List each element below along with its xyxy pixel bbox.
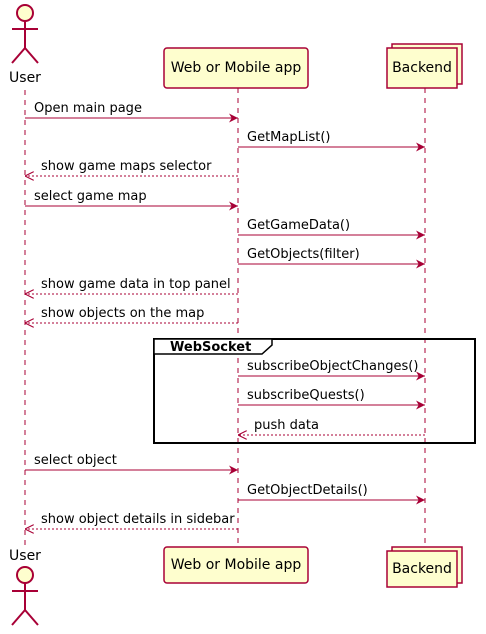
user-actor-bottom: User [9,548,41,626]
message-7: show game data in top panel [25,277,238,294]
websocket-group-frame [153,338,476,444]
message-1: Open main page [25,101,238,123]
message-label: Open main page [34,101,142,116]
message-label: GetMapList() [247,130,330,145]
websocket-group: WebSocket [153,338,476,444]
message-label: subscribeQuests() [247,388,365,403]
backend-participant-top: Backend [386,43,463,89]
message-label: push data [254,418,319,433]
actor-stick-figure-icon [11,566,39,626]
app-participant-name: Web or Mobile app [171,60,302,76]
message-label: show game maps selector [41,159,212,174]
message-2: GetMapList() [238,130,425,152]
websocket-group-tab [153,338,273,355]
message-9: subscribeObjectChanges() [238,359,425,381]
app-participant-name-bottom: Web or Mobile app [171,557,302,573]
message-label: select object [34,453,117,468]
message-6: GetObjects(filter) [238,247,425,269]
message-label: GetObjects(filter) [247,247,360,262]
message-10: subscribeQuests() [238,388,425,410]
message-label: GetObjectDetails() [247,483,368,498]
message-14: show object details in sidebar [25,512,238,529]
message-12: select object [25,453,238,475]
backend-participant-name: Backend [392,60,452,76]
user-actor-name-bottom: User [9,548,41,564]
user-actor-top: User [9,4,41,86]
message-label: GetGameData() [247,218,350,233]
message-label: show object details in sidebar [41,512,235,527]
actor-stick-figure-icon [11,4,39,64]
message-label: show game data in top panel [41,277,231,292]
message-label: select game map [34,189,147,204]
app-participant-top: Web or Mobile app [163,47,309,89]
message-label: show objects on the map [41,306,204,321]
message-13: GetObjectDetails() [238,483,425,505]
backend-participant-name-bottom: Backend [392,561,452,577]
message-8: show objects on the map [25,306,238,323]
message-11: push data [238,418,425,435]
websocket-group-title: WebSocket [170,340,251,355]
message-5: GetGameData() [238,218,425,240]
message-label: subscribeObjectChanges() [247,359,418,374]
message-4: select game map [25,189,238,211]
backend-participant-bottom: Backend [386,546,463,588]
message-3: show game maps selector [25,159,238,176]
app-participant-bottom: Web or Mobile app [163,546,309,584]
user-actor-name: User [9,70,41,86]
